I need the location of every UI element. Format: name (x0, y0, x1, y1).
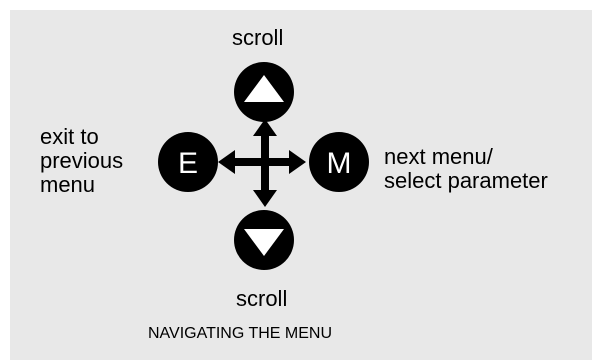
diagram-panel (10, 10, 592, 360)
scroll-up-button[interactable] (234, 62, 294, 122)
exit-label-line: exit to (40, 124, 99, 149)
exit-button[interactable]: E (158, 132, 218, 192)
four-way-arrow-icon (218, 119, 306, 207)
next-menu-label: next menu/ select parameter (384, 145, 548, 193)
triangle-up-icon (244, 75, 284, 102)
triangle-down-icon (244, 229, 284, 256)
next-menu-label-line: next menu/ (384, 144, 493, 169)
diagram-caption: NAVIGATING THE MENU (148, 325, 333, 342)
exit-label-line: previous (40, 148, 124, 173)
exit-label: exit to previous menu (40, 125, 123, 197)
scroll-down-label: scroll (236, 286, 288, 311)
menu-button-letter: M (327, 147, 352, 180)
scroll-down-button[interactable] (234, 210, 294, 270)
menu-button[interactable]: M (309, 132, 369, 192)
exit-button-letter: E (178, 147, 198, 180)
next-menu-label-line: select parameter (384, 168, 548, 193)
scroll-up-label: scroll (232, 25, 284, 50)
exit-label-line: menu (40, 172, 96, 197)
